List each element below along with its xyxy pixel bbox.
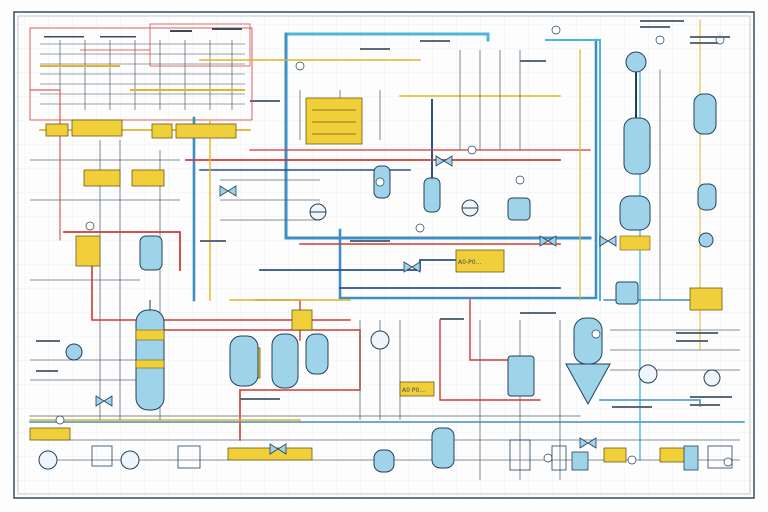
centrifugal-pump-icon bbox=[65, 343, 83, 361]
centrifugal-pump-icon bbox=[370, 330, 390, 350]
pumps bbox=[38, 199, 721, 470]
valves bbox=[95, 155, 617, 455]
instrument-bubble-icon bbox=[591, 329, 601, 339]
equipment-tag-center: A0 P0... bbox=[402, 387, 425, 394]
micro-annotations bbox=[36, 20, 732, 408]
vertical-tank-icon bbox=[693, 93, 717, 248]
grid-background bbox=[14, 12, 754, 498]
centrifugal-pump-icon bbox=[461, 199, 479, 217]
vertical-tank-icon bbox=[229, 335, 259, 387]
inner-border bbox=[17, 15, 751, 495]
centrifugal-pump-icon bbox=[120, 450, 140, 470]
gate-valve-icon bbox=[435, 155, 453, 167]
centrifugal-pump-icon bbox=[703, 369, 721, 387]
equipment-tag-mid: A0-P0... bbox=[458, 259, 481, 266]
gate-valve-icon bbox=[269, 443, 287, 455]
notes-block-top-left bbox=[29, 23, 253, 121]
instrument-bubble-icon bbox=[415, 223, 425, 233]
instrument-bubble-icon bbox=[515, 175, 525, 185]
gate-valve-icon bbox=[95, 395, 113, 407]
vertical-tank-icon bbox=[431, 427, 455, 469]
vertical-tank-icon bbox=[565, 317, 611, 406]
vertical-tank-icon bbox=[271, 333, 299, 389]
gate-valve-icon bbox=[219, 185, 237, 197]
equipment-block-icon bbox=[305, 97, 363, 145]
gate-valve-icon bbox=[579, 437, 597, 449]
instrument-bubble-icon bbox=[723, 457, 733, 467]
instrument-bubble-icon bbox=[655, 35, 665, 45]
vertical-tank-icon bbox=[507, 355, 535, 397]
vertical-tank-icon bbox=[423, 177, 441, 213]
vertical-tank-icon bbox=[619, 51, 651, 251]
centrifugal-pump-icon bbox=[309, 203, 327, 221]
vertical-tank-icon bbox=[139, 235, 163, 271]
vertical-tank-icon bbox=[373, 449, 395, 473]
instrument-bubble-icon bbox=[467, 145, 477, 155]
centrifugal-pump-icon bbox=[638, 364, 658, 384]
vertical-tank-icon bbox=[305, 333, 329, 375]
instrument-bubble-icon bbox=[375, 177, 385, 187]
instrument-bubble-icon bbox=[543, 453, 553, 463]
instrument-bubble-icon bbox=[85, 221, 95, 231]
gate-valve-icon bbox=[403, 261, 421, 273]
instrument-bubble-icon bbox=[55, 415, 65, 425]
bottom-equipment-row bbox=[91, 439, 733, 471]
vertical-tank-icon bbox=[615, 281, 639, 305]
gate-valve-icon bbox=[539, 235, 557, 247]
vessels bbox=[135, 51, 717, 473]
gate-valve-icon bbox=[599, 235, 617, 247]
instrument-bubble-icon bbox=[295, 61, 305, 71]
vertical-tank-icon bbox=[507, 197, 531, 221]
drawing-border bbox=[13, 11, 755, 499]
instrument-bubble-icon bbox=[551, 25, 561, 35]
vertical-tank-icon bbox=[135, 300, 165, 411]
centrifugal-pump-icon bbox=[38, 450, 58, 470]
instrument-bubble-icon bbox=[627, 455, 637, 465]
